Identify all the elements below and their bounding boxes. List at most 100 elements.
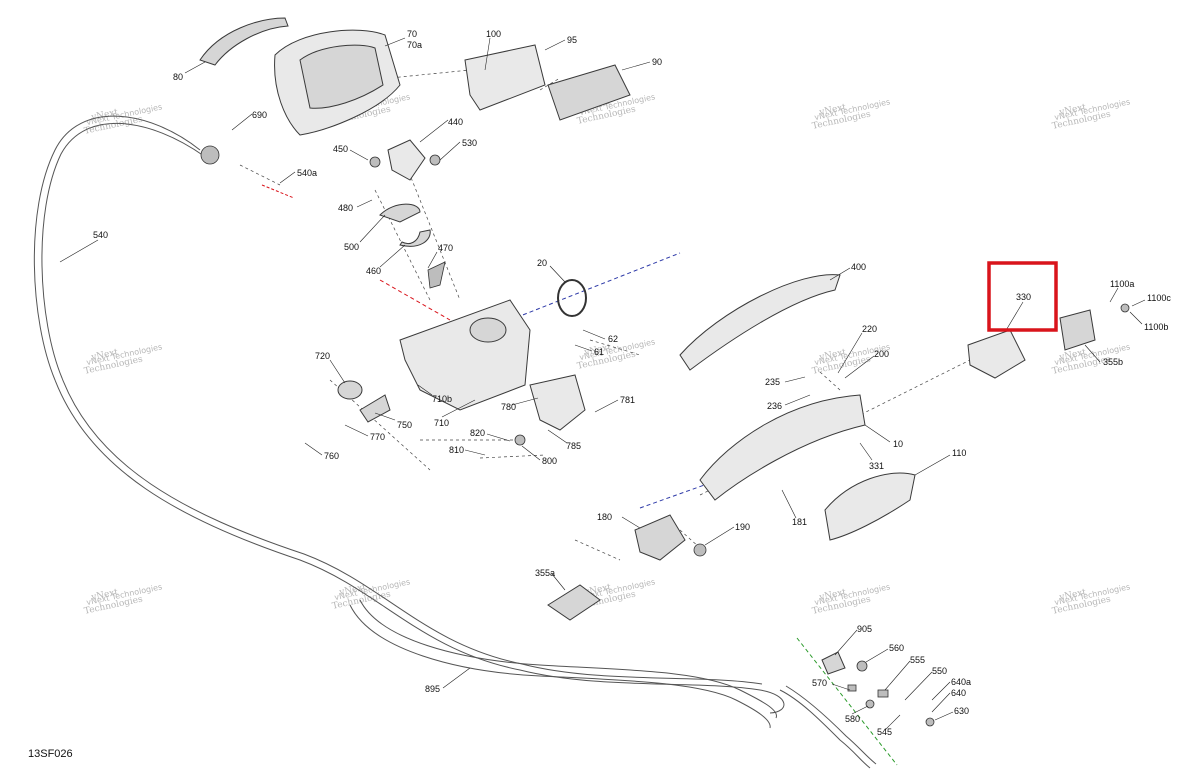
- label-905: 905: [857, 624, 872, 634]
- part-180: [634, 514, 686, 561]
- label-100: 100: [486, 29, 501, 39]
- label-720: 720: [315, 351, 330, 361]
- label-560: 560: [889, 643, 904, 653]
- part-905: [821, 651, 846, 675]
- part-110-cover: [824, 472, 916, 541]
- cable-540: [33, 115, 785, 714]
- part-190: [693, 543, 707, 557]
- highlight-box-330: [987, 261, 1058, 332]
- label-550: 550: [932, 666, 947, 676]
- label-331: 331: [869, 461, 884, 471]
- part-labels: 80 70 70a 100 95 90 690 440 450 530 540a…: [93, 29, 1171, 737]
- part-555: [877, 689, 889, 698]
- label-180: 180: [597, 512, 612, 522]
- part-750: [359, 394, 391, 423]
- label-235: 235: [765, 377, 780, 387]
- part-710-column: [399, 299, 531, 411]
- label-500: 500: [344, 242, 359, 252]
- label-80: 80: [173, 72, 183, 82]
- label-1100a: 1100a: [1110, 279, 1134, 289]
- label-110: 110: [952, 448, 966, 458]
- label-570: 570: [812, 678, 827, 688]
- leader-lines: [59, 37, 1146, 731]
- label-555: 555: [910, 655, 925, 665]
- part-570: [847, 684, 857, 692]
- part-580: [865, 699, 875, 709]
- label-750: 750: [397, 420, 412, 430]
- label-460: 460: [366, 266, 381, 276]
- part-460-clamp: [399, 229, 431, 247]
- label-580: 580: [845, 714, 860, 724]
- label-10: 10: [893, 439, 903, 449]
- label-690: 690: [252, 110, 267, 120]
- label-640a: 640a: [951, 677, 971, 687]
- label-810: 810: [449, 445, 464, 455]
- label-545: 545: [877, 727, 892, 737]
- part-450: [369, 156, 381, 168]
- label-200: 200: [874, 349, 889, 359]
- part-330: [967, 329, 1026, 379]
- drawing-code: 13SF026: [28, 748, 73, 760]
- label-710: 710: [434, 418, 449, 428]
- label-220: 220: [862, 324, 877, 334]
- label-640: 640: [951, 688, 966, 698]
- label-770: 770: [370, 432, 385, 442]
- label-62: 62: [608, 334, 618, 344]
- label-400: 400: [851, 262, 866, 272]
- label-20: 20: [537, 258, 547, 268]
- part-355b: [1059, 309, 1096, 351]
- label-800: 800: [542, 456, 557, 466]
- part-780-bracket: [529, 374, 586, 431]
- label-760: 760: [324, 451, 339, 461]
- part-630: [925, 717, 935, 727]
- part-690-connector: [200, 145, 220, 165]
- label-1100c: 1100c: [1147, 293, 1171, 303]
- label-90: 90: [652, 57, 662, 67]
- part-710-opening: [469, 317, 507, 343]
- label-470: 470: [438, 243, 453, 253]
- label-450: 450: [333, 144, 348, 154]
- red-axis: [379, 279, 451, 321]
- label-630: 630: [954, 706, 969, 716]
- part-800: [514, 434, 526, 446]
- label-95: 95: [567, 35, 577, 45]
- part-80-visor: [199, 17, 289, 66]
- part-1100: [1120, 303, 1130, 313]
- label-540a: 540a: [297, 168, 317, 178]
- part-20-ring: [557, 279, 587, 317]
- label-780: 780: [501, 402, 516, 412]
- label-781: 781: [620, 395, 635, 405]
- part-530: [429, 154, 441, 166]
- label-70: 70: [407, 29, 417, 39]
- label-1100b: 1100b: [1144, 322, 1168, 332]
- cable-895: [349, 599, 877, 769]
- label-480: 480: [338, 203, 353, 213]
- label-710b: 710b: [432, 394, 452, 404]
- part-90-panel: [547, 64, 631, 121]
- part-400-cover: [679, 274, 841, 371]
- label-355b: 355b: [1103, 357, 1123, 367]
- part-95-bracket: [464, 44, 546, 111]
- label-190: 190: [735, 522, 750, 532]
- label-181: 181: [792, 517, 807, 527]
- part-500-clamp: [379, 203, 421, 223]
- label-355a: 355a: [535, 568, 555, 578]
- label-236: 236: [767, 401, 782, 411]
- blue-axis-bottom: [639, 482, 711, 509]
- label-820: 820: [470, 428, 485, 438]
- part-355a: [547, 584, 601, 621]
- part-10-column: [699, 394, 866, 501]
- part-470: [427, 261, 446, 289]
- label-785: 785: [566, 441, 581, 451]
- part-440-mount: [387, 139, 426, 181]
- label-530: 530: [462, 138, 477, 148]
- blue-axis-top: [509, 252, 681, 321]
- part-720: [337, 380, 363, 400]
- part-70-window: [299, 44, 384, 109]
- part-560: [856, 660, 868, 672]
- green-axis: [796, 637, 898, 766]
- label-440: 440: [448, 117, 463, 127]
- label-895: 895: [425, 684, 440, 694]
- label-70a: 70a: [407, 40, 422, 50]
